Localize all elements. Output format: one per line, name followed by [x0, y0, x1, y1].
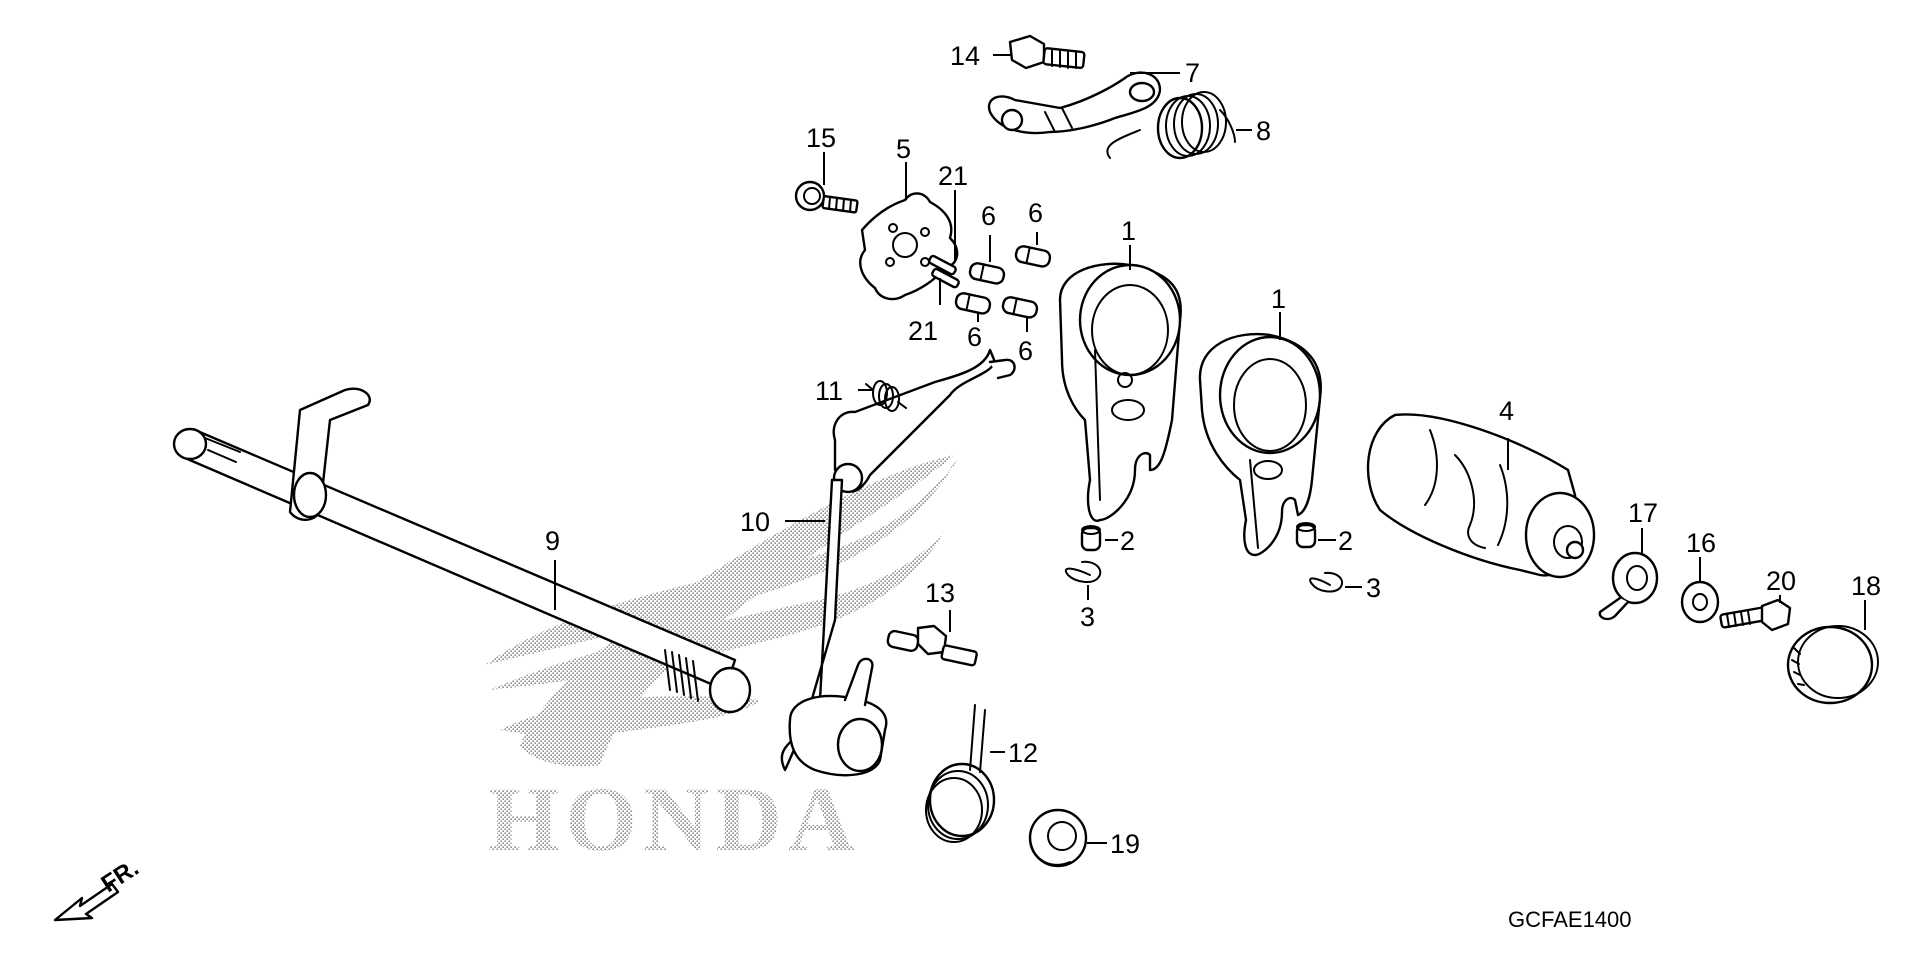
- callout-2b: 2: [1338, 526, 1353, 556]
- part-18-cap: [1786, 625, 1879, 705]
- callout-11: 11: [815, 376, 843, 406]
- part-15-bolt: [794, 180, 859, 214]
- part-1-shift-fork-a: [1058, 262, 1182, 522]
- callout-8: 8: [1256, 116, 1271, 146]
- callout-3a: 3: [1080, 602, 1095, 632]
- part-16-washer: [1680, 580, 1720, 624]
- part-11-spring: [865, 380, 907, 412]
- part-3-clips: [1064, 560, 1344, 593]
- callout-20: 20: [1766, 566, 1796, 596]
- callout-9: 9: [545, 526, 560, 556]
- callout-17: 17: [1628, 498, 1658, 528]
- callout-14: 14: [950, 41, 980, 71]
- part-21-pins: [928, 254, 960, 289]
- callout-6b: 6: [1028, 198, 1043, 228]
- callout-7: 7: [1185, 58, 1200, 88]
- diagram-code: GCFAE1400: [1508, 907, 1632, 932]
- part-10-shift-arm: [780, 348, 1016, 777]
- part-19-oil-seal: [1028, 808, 1088, 868]
- callout-15: 15: [806, 123, 836, 153]
- callout-6c: 6: [967, 322, 982, 352]
- part-9-spindle: [172, 387, 752, 714]
- callout-13: 13: [925, 578, 955, 608]
- callout-1b: 1: [1271, 284, 1286, 314]
- part-14-bolt: [1008, 34, 1086, 70]
- callout-19: 19: [1110, 829, 1140, 859]
- front-direction-arrow: FR.: [53, 854, 144, 922]
- part-13-pin-bolt: [886, 624, 978, 667]
- part-1-shift-fork-b: [1198, 332, 1322, 557]
- part-2-fork-pins: [1080, 522, 1317, 552]
- leader-lines: [554, 54, 1866, 844]
- part-17-plate: [1598, 551, 1659, 621]
- part-4-shift-drum: [1366, 413, 1596, 579]
- callout-21b: 21: [908, 316, 938, 346]
- part-8-spring: [1106, 91, 1236, 160]
- callout-18: 18: [1851, 571, 1881, 601]
- part-6-pins: [954, 245, 1052, 319]
- part-5-stopper-plate: [859, 192, 959, 301]
- callout-21a: 21: [938, 161, 968, 191]
- callout-5: 5: [896, 134, 911, 164]
- callout-2a: 2: [1120, 526, 1135, 556]
- callout-6d: 6: [1018, 336, 1033, 366]
- callout-1a: 1: [1121, 216, 1136, 246]
- callout-16: 16: [1686, 528, 1716, 558]
- part-20-bolt: [1719, 598, 1792, 632]
- callout-3b: 3: [1366, 573, 1381, 603]
- part-12-return-spring: [925, 704, 996, 843]
- callout-4: 4: [1499, 396, 1514, 426]
- callouts: 1 1 2 2 3 3 4 5 21 21 6 6 6 6 7 8 9 10 1…: [545, 41, 1881, 859]
- callout-10: 10: [740, 507, 770, 537]
- callout-12: 12: [1008, 738, 1038, 768]
- callout-6a: 6: [981, 201, 996, 231]
- part-7-stopper-arm: [987, 71, 1162, 135]
- honda-watermark-text: HONDA: [488, 768, 860, 870]
